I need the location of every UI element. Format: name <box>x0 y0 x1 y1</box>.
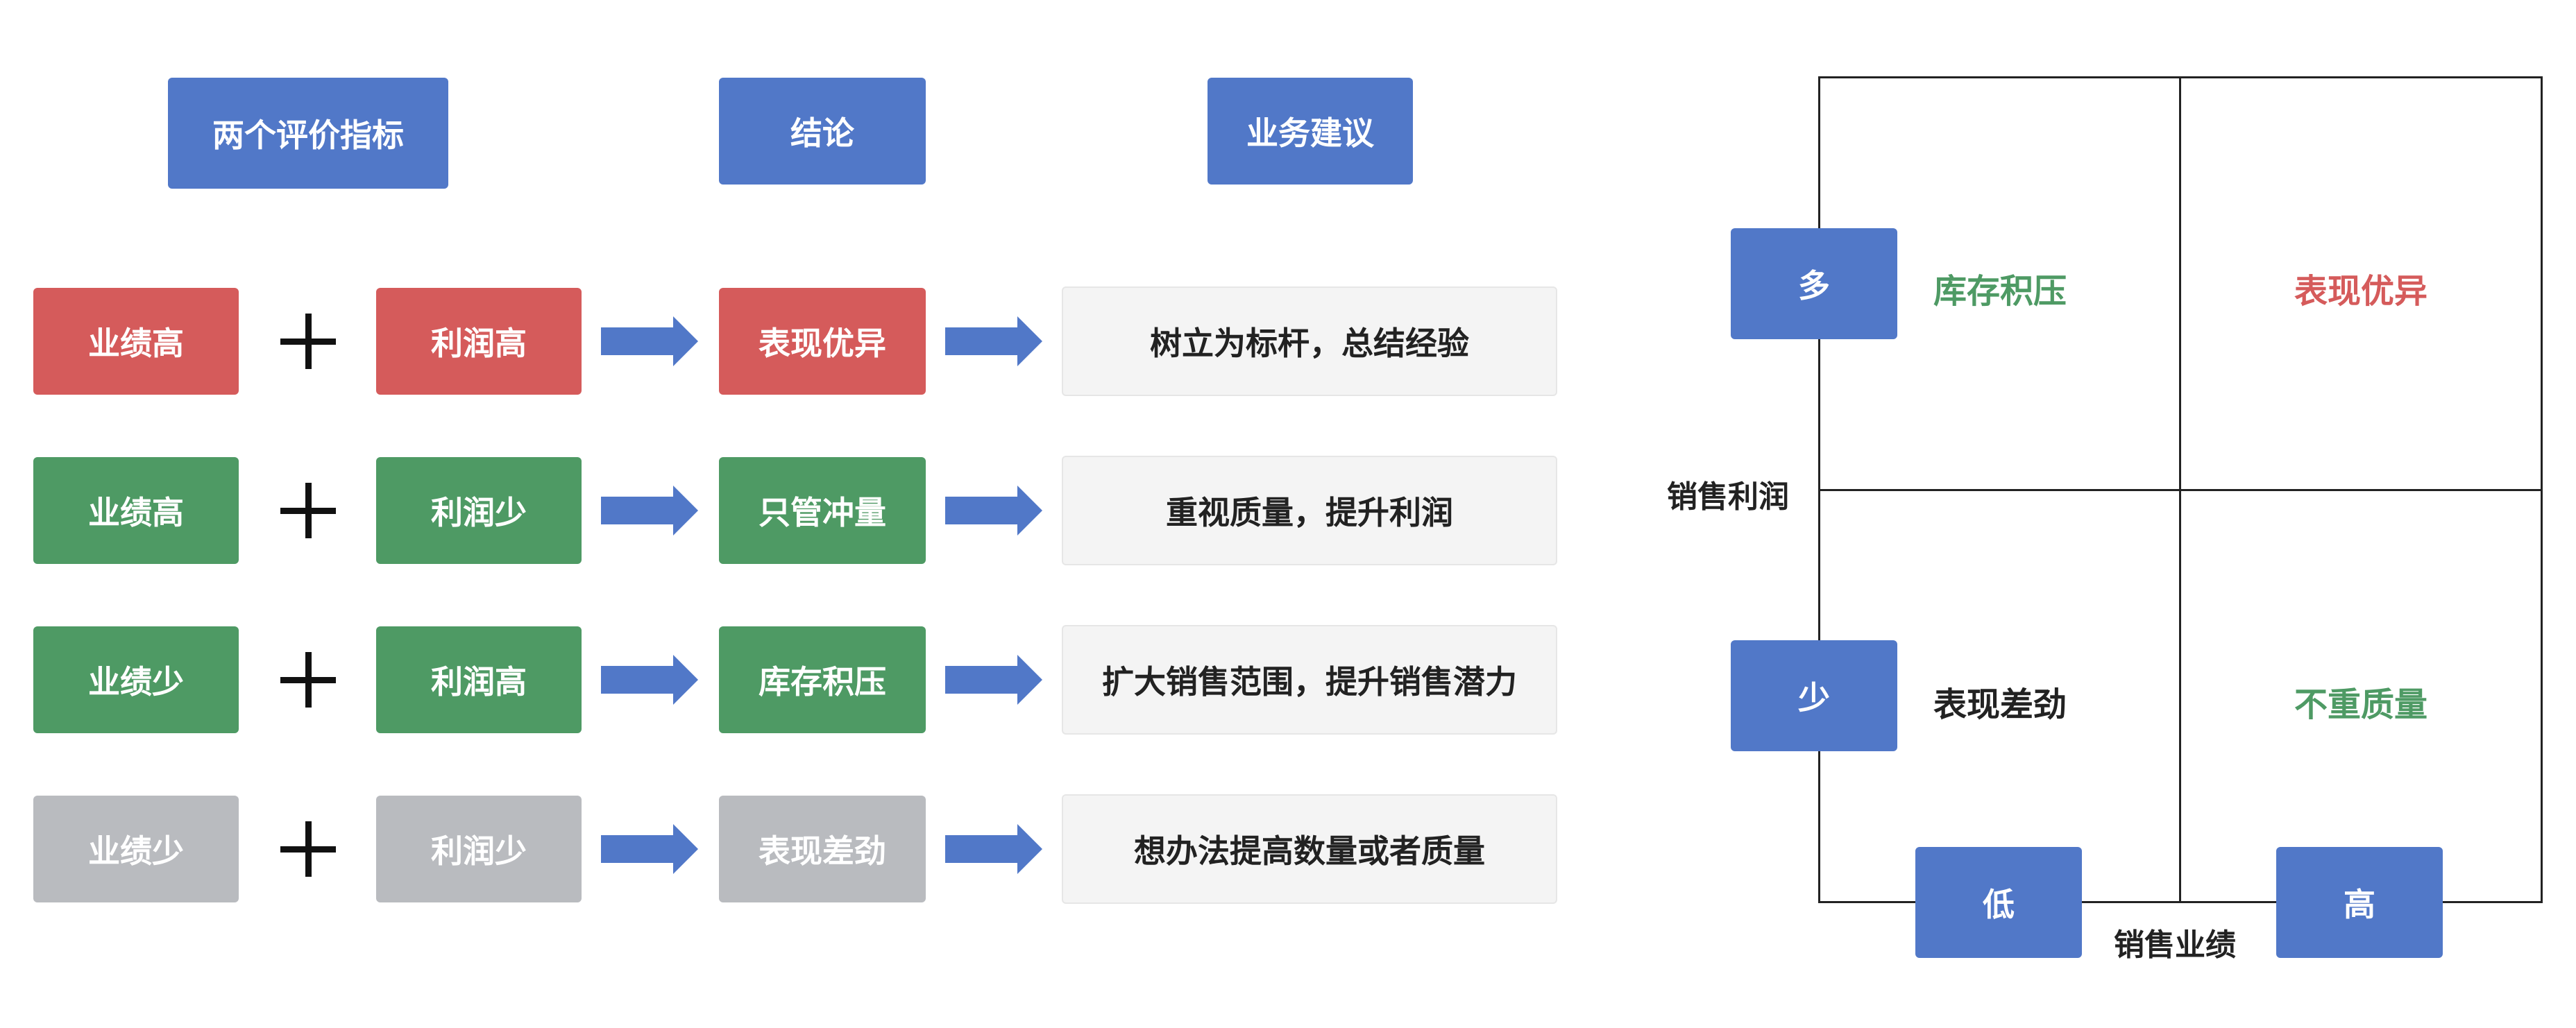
header-advice: 业务建议 <box>1208 78 1413 185</box>
matrix-horizontal-divider <box>1818 489 2543 491</box>
row3-indicator2: 利润高 <box>376 626 582 733</box>
row1-indicator2: 利润高 <box>376 288 582 395</box>
x-low-label: 低 <box>1915 847 2082 958</box>
y-low-label: 少 <box>1731 640 1897 751</box>
row2-advice: 重视质量，提升利润 <box>1062 456 1557 565</box>
row2-arrow2-icon <box>945 486 1042 536</box>
row3-arrow2-icon <box>945 655 1042 705</box>
row4-arrow-icon <box>601 824 698 874</box>
quadrant-bottom-left: 表现差劲 <box>1933 685 2067 724</box>
header-indicators: 两个评价指标 <box>168 78 448 189</box>
row4-conclusion: 表现差劲 <box>719 796 926 902</box>
quadrant-top-right: 表现优异 <box>2294 272 2428 311</box>
row2-plus-icon <box>280 483 336 538</box>
x-high-label: 高 <box>2276 847 2443 958</box>
row1-plus-icon <box>280 314 336 369</box>
row2-conclusion: 只管冲量 <box>719 457 926 564</box>
quadrant-top-left: 库存积压 <box>1933 272 2067 311</box>
row4-indicator2: 利润少 <box>376 796 582 902</box>
row2-indicator1: 业绩高 <box>33 457 239 564</box>
header-conclusion: 结论 <box>719 78 926 185</box>
row4-plus-icon <box>280 821 336 877</box>
row4-indicator1: 业绩少 <box>33 796 239 902</box>
row2-arrow-icon <box>601 486 698 536</box>
y-axis-label: 销售利润 <box>1667 479 1789 515</box>
row1-advice: 树立为标杆，总结经验 <box>1062 286 1557 396</box>
row3-plus-icon <box>280 652 336 708</box>
row3-conclusion: 库存积压 <box>719 626 926 733</box>
quadrant-bottom-right: 不重质量 <box>2294 685 2428 724</box>
row4-advice: 想办法提高数量或者质量 <box>1062 794 1557 904</box>
row1-conclusion: 表现优异 <box>719 288 926 395</box>
row1-indicator1: 业绩高 <box>33 288 239 395</box>
x-axis-label: 销售业绩 <box>2114 927 2236 963</box>
row3-arrow-icon <box>601 655 698 705</box>
row1-arrow-icon <box>601 316 698 366</box>
row3-indicator1: 业绩少 <box>33 626 239 733</box>
row1-arrow2-icon <box>945 316 1042 366</box>
y-high-label: 多 <box>1731 228 1897 339</box>
row4-arrow2-icon <box>945 824 1042 874</box>
row2-indicator2: 利润少 <box>376 457 582 564</box>
row3-advice: 扩大销售范围，提升销售潜力 <box>1062 625 1557 735</box>
